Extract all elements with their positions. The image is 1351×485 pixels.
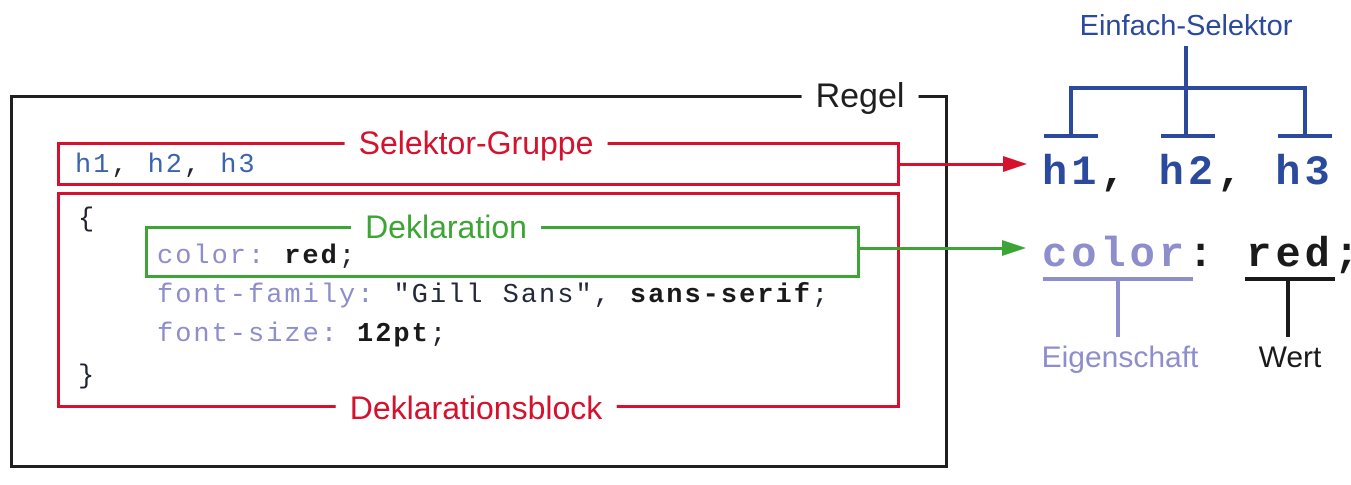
code-colon: :: [320, 320, 340, 350]
value-annotation-label: Wert: [1258, 341, 1322, 374]
declaration-arrow-head: [1002, 240, 1026, 256]
code-declaration-color: color: red;: [157, 240, 357, 274]
callout-comma: ,: [1100, 149, 1130, 197]
callout-property: color: [1042, 231, 1189, 279]
code-semicolon: ;: [811, 281, 831, 311]
callout-selector-h1: h1: [1042, 149, 1101, 197]
callout-selector-line: h1,h2,h3: [1042, 148, 1334, 198]
callout-selector-h2: h2: [1158, 149, 1218, 197]
code-value-gill-sans: "Gill Sans",: [393, 281, 612, 311]
declaration-arrow-line: [860, 247, 1002, 250]
code-selector-h2: h2: [147, 151, 185, 181]
code-comma: ,: [111, 151, 130, 181]
code-comma: ,: [184, 151, 203, 181]
code-semicolon: ;: [338, 242, 358, 272]
tree-horizontal-line: [1069, 86, 1307, 90]
code-selector-h1: h1: [75, 151, 112, 181]
code-value-red: red: [284, 242, 339, 272]
code-property-font-size: font-size: [157, 320, 321, 350]
callout-semicolon: ;: [1334, 231, 1351, 279]
code-colon: :: [248, 242, 267, 272]
property-underline-bar: [1043, 277, 1193, 281]
callout-declaration-line: color: red;: [1042, 230, 1351, 280]
code-declaration-font-size: font-size:12pt;: [157, 318, 448, 352]
code-declaration-font-family: font-family: "Gill Sans", sans-serif;: [157, 279, 830, 313]
value-underline-stem: [1286, 281, 1290, 337]
callout-comma: ,: [1217, 149, 1247, 197]
code-colon: :: [357, 281, 376, 311]
tree-branch-middle: [1184, 86, 1188, 134]
selector-group-arrow-line: [898, 163, 1003, 166]
selector-group-arrow-head: [1003, 156, 1027, 172]
code-property-font-family: font-family: [157, 281, 358, 311]
callout-colon: :: [1188, 231, 1218, 279]
code-selector-line: h1,h2,h3: [75, 149, 257, 183]
property-annotation-label: Eigenschaft: [1041, 341, 1199, 374]
rule-label: Regel: [801, 78, 919, 114]
declaration-block-label: Deklarationsblock: [335, 390, 617, 426]
tree-branch-left: [1069, 86, 1073, 134]
callout-value: red: [1246, 231, 1334, 279]
code-value-12pt: 12pt: [357, 320, 430, 350]
tree-branch-right: [1303, 86, 1307, 134]
declaration-label: Deklaration: [351, 209, 541, 245]
simple-selector-label: Einfach-Selektor: [1079, 10, 1293, 42]
tree-base-left: [1044, 134, 1098, 138]
code-semicolon: ;: [429, 320, 449, 350]
rule-outline-box: [10, 95, 948, 468]
code-property-color: color: [157, 242, 249, 272]
tree-stem-line: [1184, 46, 1188, 90]
property-underline-stem: [1116, 281, 1120, 337]
tree-base-right: [1278, 134, 1332, 138]
code-open-brace: {: [78, 205, 97, 235]
selector-group-label: Selektor-Gruppe: [344, 125, 608, 161]
code-selector-h3: h3: [220, 151, 257, 181]
value-underline-bar: [1245, 277, 1335, 281]
code-close-brace: }: [78, 362, 97, 392]
callout-selector-h3: h3: [1275, 149, 1334, 197]
tree-base-middle: [1161, 134, 1215, 138]
code-value-sans-serif: sans-serif: [629, 281, 812, 311]
